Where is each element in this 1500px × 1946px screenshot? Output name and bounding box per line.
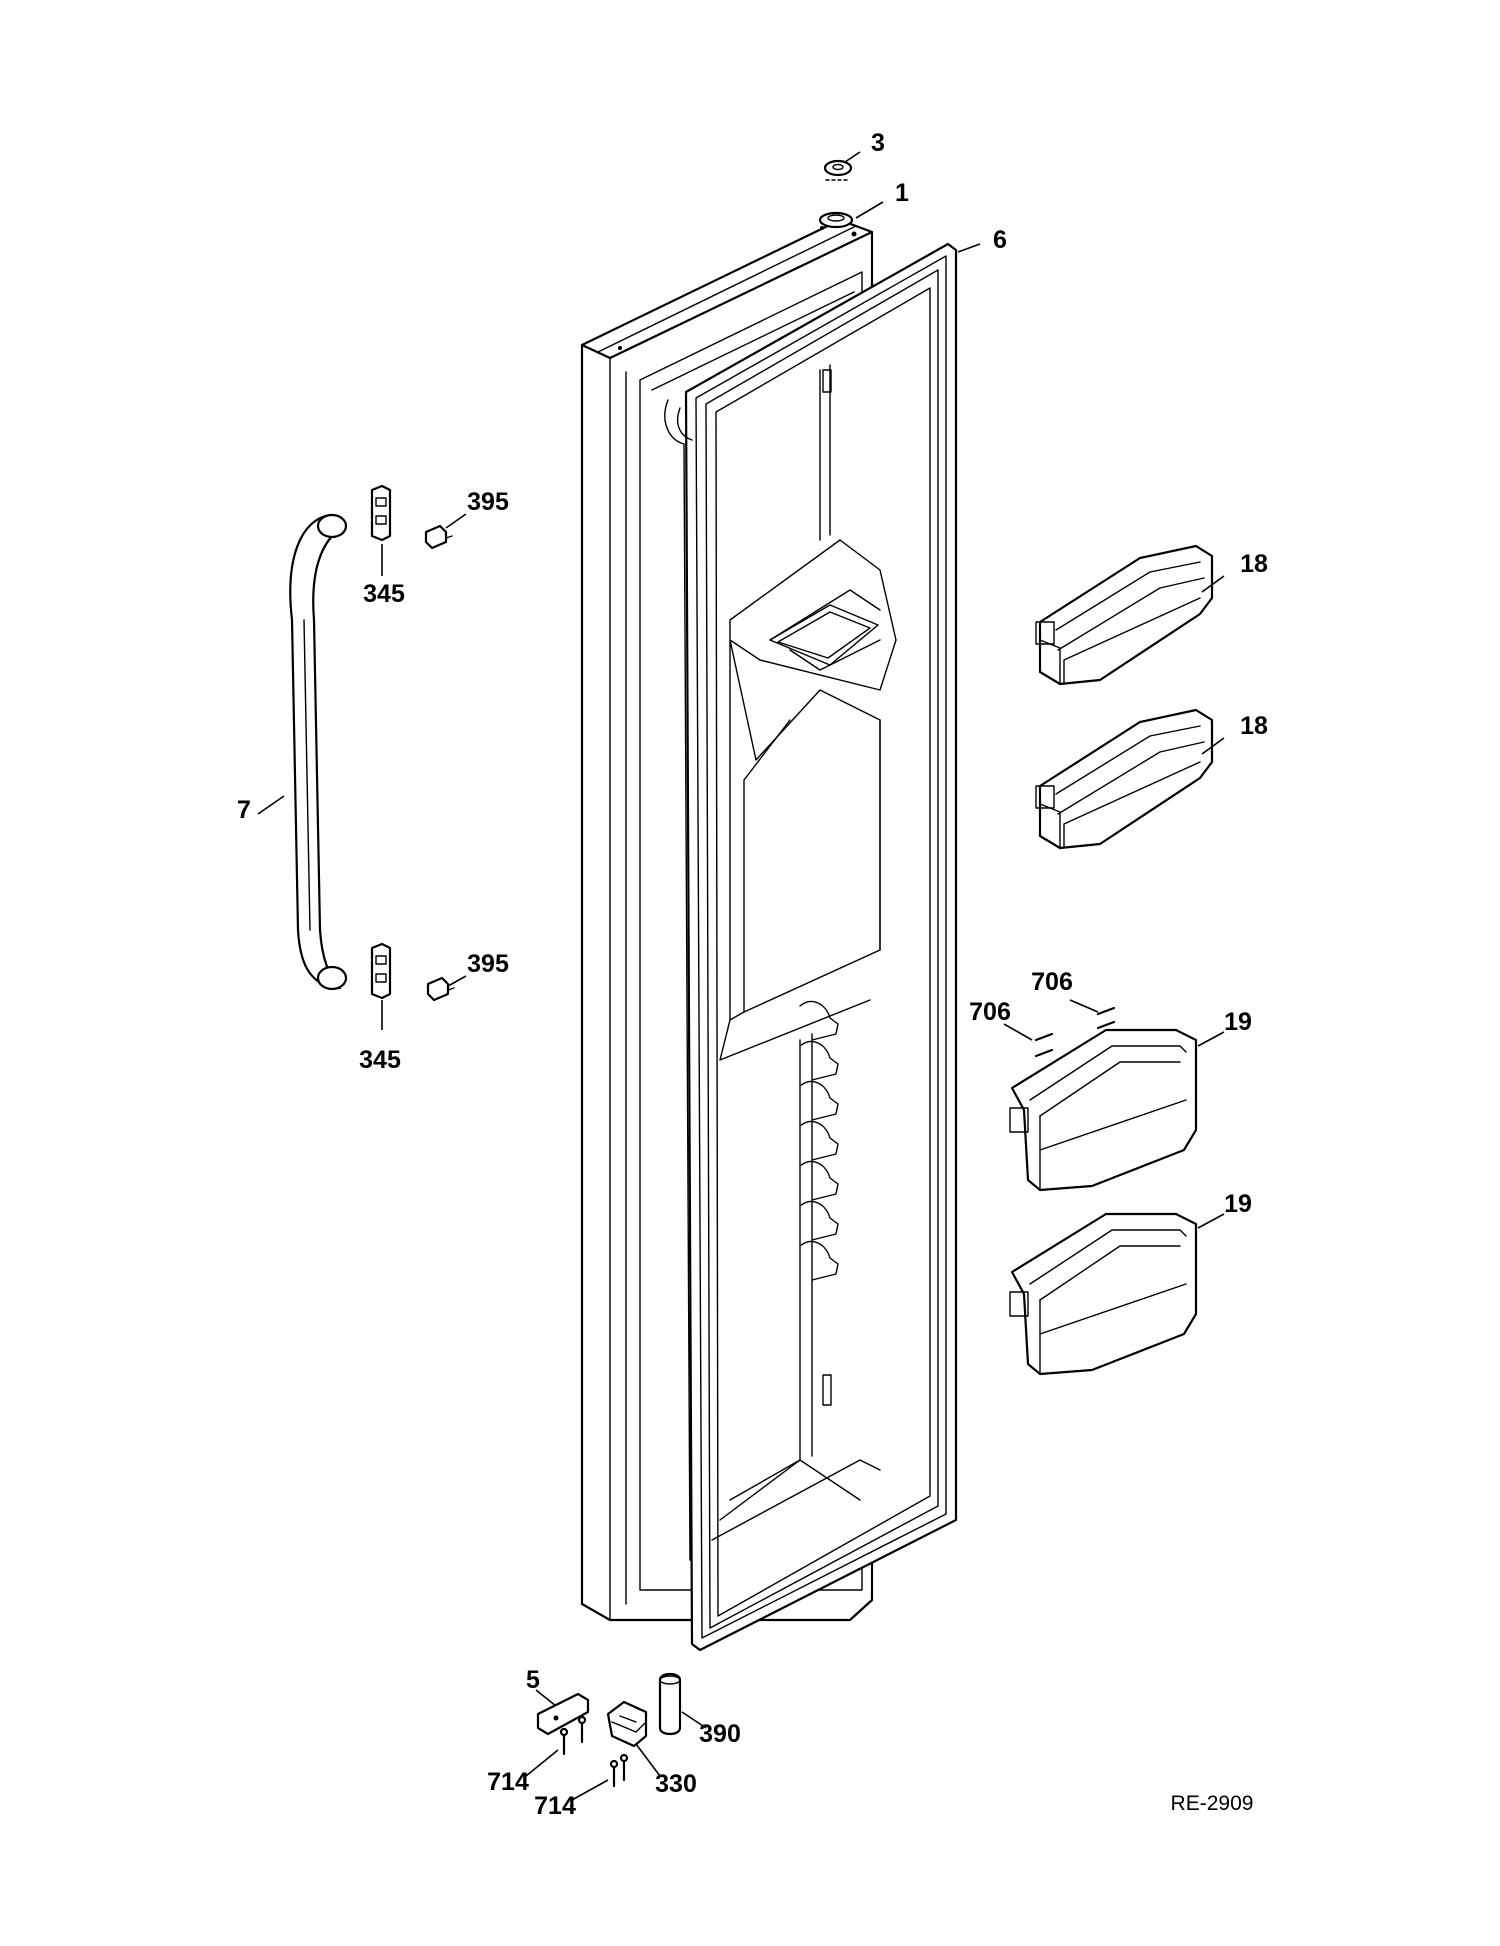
leader-lines <box>257 151 1225 1801</box>
bin-rail <box>799 1000 839 1281</box>
door-bin-upper <box>1009 1028 1198 1192</box>
callout-714-upper: 714 <box>487 1768 529 1796</box>
callout-706-upper: 706 <box>1031 968 1073 996</box>
shelf-pins <box>1034 1006 1116 1058</box>
door-shelf-lower <box>1035 708 1214 850</box>
callout-395-lower: 395 <box>467 950 509 978</box>
screw-lower <box>426 976 455 1002</box>
callout-395-upper: 395 <box>467 488 509 516</box>
callout-706-lower: 706 <box>969 998 1011 1026</box>
door-bin-lower <box>1009 1212 1198 1376</box>
door-handle <box>289 513 348 991</box>
callout-345-lower: 345 <box>359 1046 401 1074</box>
callout-3: 3 <box>871 129 885 157</box>
hinge-screws <box>559 1715 629 1788</box>
hinge-cap <box>823 159 853 181</box>
door-shelf-upper <box>1035 544 1214 686</box>
callout-714-lower: 714 <box>534 1792 576 1820</box>
dispenser-liner <box>664 364 897 1561</box>
handle-bracket-upper <box>370 484 392 542</box>
callout-345-upper: 345 <box>363 580 405 608</box>
diagram-reference-code: RE-2909 <box>1171 1792 1254 1815</box>
handle-bracket-lower <box>370 942 392 1000</box>
callout-labels: 3 1 6 395 345 7 395 345 18 18 706 706 19… <box>237 129 1268 1820</box>
screw-upper <box>424 524 453 550</box>
callout-1: 1 <box>895 179 909 207</box>
callout-390: 390 <box>699 1720 741 1748</box>
hinge-bracket <box>606 1700 648 1748</box>
door-gasket <box>684 242 958 1652</box>
callout-18-upper: 18 <box>1240 550 1268 578</box>
callout-19-upper: 19 <box>1224 1008 1252 1036</box>
hinge-pin <box>658 1672 682 1736</box>
callout-18-lower: 18 <box>1240 712 1268 740</box>
callout-6: 6 <box>993 226 1007 254</box>
hinge-plate <box>536 1692 590 1736</box>
callout-5: 5 <box>526 1666 540 1694</box>
callout-7: 7 <box>237 796 251 824</box>
callout-330: 330 <box>655 1770 697 1798</box>
callout-19-lower: 19 <box>1224 1190 1252 1218</box>
